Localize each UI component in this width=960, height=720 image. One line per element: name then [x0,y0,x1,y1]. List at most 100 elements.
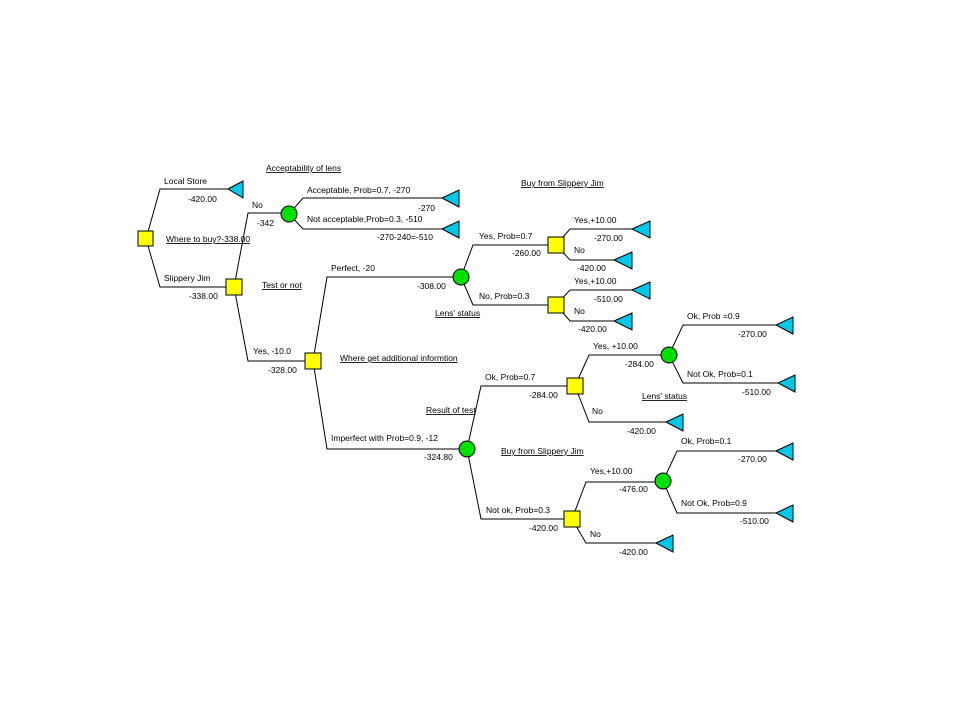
edge-no-p03 [460,276,548,306]
value-yes-p07: -260.00 [512,248,541,258]
decision-node-buy-notok[interactable] [563,510,581,528]
label-perfect: Perfect, -20 [331,263,375,273]
edge-notok-01 [668,354,778,384]
label-buy-sj-1: Buy from Slippery Jim [521,178,604,188]
value-local-store: -420.00 [188,194,217,204]
label-no-b: No [574,306,585,316]
value-acceptable: -270 [418,203,435,213]
label-yes-test: Yes, -10.0 [253,346,291,356]
tree-nodes [137,180,796,553]
label-slippery-jim: Slippery Jim [164,273,210,283]
label-no-c: No [592,406,603,416]
label-no-p03: No, Prob=0.3 [479,291,530,301]
label-lens-status-2: Lens' status [642,391,687,401]
label-ok-01: Ok, Prob=0.1 [681,436,732,446]
value-no-a: -420.00 [577,263,606,273]
terminal-node[interactable] [630,220,651,239]
label-yes-b: Yes,+10.00 [574,276,617,286]
label-yes-a: Yes,+10.00 [574,215,617,225]
edge-no-c [574,385,666,423]
edge-yes-test [233,286,305,362]
value-ok-p07: -284.00 [529,390,558,400]
value-notok-p03: -420.00 [529,523,558,533]
value-ok-09: -270.00 [738,329,767,339]
edge-no-d [571,518,656,544]
terminal-node[interactable] [774,442,794,461]
label-yes-c: Yes, +10.00 [593,341,638,351]
value-yes-b: -510.00 [594,294,623,304]
edge-slippery-jim [145,238,226,288]
terminal-node[interactable] [776,374,796,393]
chance-node-acceptability[interactable] [280,205,298,223]
edge-yes-d [571,481,655,520]
terminal-node[interactable] [612,312,633,331]
value-perfect: -308.00 [417,281,446,291]
terminal-node[interactable] [440,220,460,239]
edge-no-test [233,212,282,288]
terminal-node[interactable] [774,504,794,523]
decision-node-test-or-not[interactable] [225,278,243,296]
label-notok-09: Not Ok, Prob=0.9 [681,498,747,508]
terminal-node[interactable] [654,534,674,553]
label-where-info: Where get additional informtion [340,353,458,363]
decision-node-root[interactable] [137,230,154,247]
edge-local-store [145,188,228,240]
value-ok-01: -270.00 [738,454,767,464]
edge-ok-p07 [466,385,567,450]
label-no-test: No [252,200,263,210]
label-notok-p03: Not ok, Prob=0.3 [486,505,550,515]
label-no-a: No [574,245,585,255]
terminal-node[interactable] [440,189,460,208]
label-no-d: No [590,529,601,539]
tree-labels: Where to buy?-338.00 Local Store -420.00… [164,163,771,557]
label-acceptability: Acceptability of lens [266,163,341,173]
chance-node-lens-status-notok[interactable] [654,472,672,490]
value-no-b: -420.00 [578,324,607,334]
label-lens-status-1: Lens' status [435,308,480,318]
decision-node-buy-no[interactable] [547,296,565,314]
label-yes-p07: Yes, Prob=0.7 [479,231,533,241]
label-test-or-not: Test or not [262,280,302,290]
edge-no-a [555,244,614,261]
value-notok-01: -510.00 [742,387,771,397]
label-notok-01: Not Ok, Prob=0.1 [687,369,753,379]
edge-ok-01 [662,450,776,482]
label-yes-d: Yes,+10.00 [590,466,633,476]
value-yes-test: -328.00 [268,365,297,375]
edge-perfect [312,276,454,362]
chance-node-lens-status-ok[interactable] [660,346,678,364]
value-slippery-jim: -338.00 [189,291,218,301]
terminal-node[interactable] [664,413,684,432]
value-yes-d: -476.00 [619,484,648,494]
value-yes-a: -270.00 [594,233,623,243]
terminal-node[interactable] [774,316,794,335]
label-local-store: Local Store [164,176,207,186]
chance-node-perfect[interactable] [452,268,470,286]
label-buy-sj-2: Buy from Slippery Jim [501,446,584,456]
value-notok-09: -510.00 [740,516,769,526]
label-acceptable: Acceptable, Prob=0.7, -270 [307,185,411,195]
value-no-d: -420.00 [619,547,648,557]
label-root-title: Where to buy?-338.00 [166,234,250,244]
chance-node-result-of-test[interactable] [458,440,476,458]
decision-node-buy-yes[interactable] [547,236,565,254]
edge-no-b [555,304,614,322]
value-yes-c: -284.00 [625,359,654,369]
decision-node-buy-ok[interactable] [566,377,584,395]
value-no-test: -342 [257,218,274,228]
label-result-of-test: Result of test [426,405,476,415]
decision-node-where-info[interactable] [304,352,322,370]
label-ok-09: Ok, Prob =0.9 [687,311,740,321]
edge-notok-p03 [466,448,564,520]
value-imperfect: -324.80 [424,452,453,462]
edge-yes-c [574,354,661,387]
terminal-node[interactable] [630,281,651,300]
edge-imperfect [312,360,460,450]
edge-yes-p07 [460,244,548,278]
label-imperfect: Imperfect with Prob=0.9, -12 [331,433,438,443]
terminal-node[interactable] [226,180,244,199]
terminal-node[interactable] [612,251,633,270]
value-not-acceptable: -270-240=-510 [377,232,433,242]
